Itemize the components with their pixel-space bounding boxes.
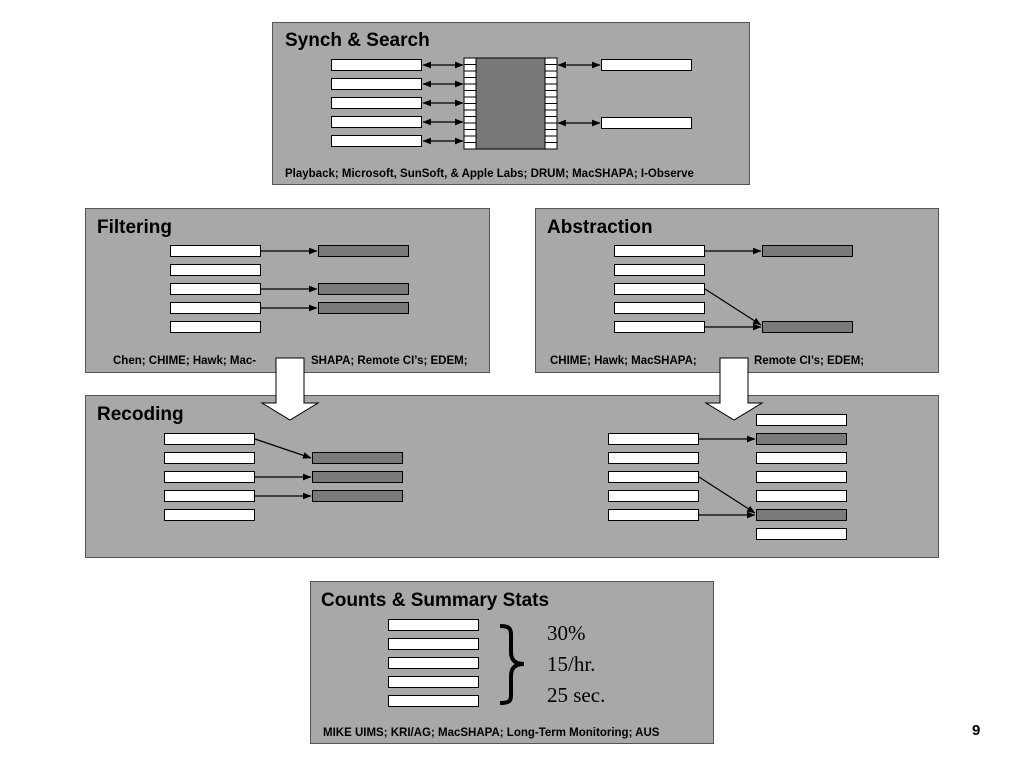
synch-record-left-1 [331,59,422,71]
abstraction-record-4 [614,302,705,314]
filtering-output-1 [318,245,409,257]
recoding-left-output-2 [312,471,403,483]
abstraction-title: Abstraction [547,217,653,238]
recoding-title: Recoding [97,404,184,425]
counts-record-1 [388,619,479,631]
filtering-record-2 [170,264,261,276]
curly-brace-icon [499,624,525,705]
recoding-right-record-3 [608,471,699,483]
film-strip-icon [463,57,558,150]
abstraction-output-1 [762,245,853,257]
filtering-record-5 [170,321,261,333]
abstraction-record-3 [614,283,705,295]
filtering-record-1 [170,245,261,257]
recoding-right-record-4 [608,490,699,502]
synch-search-citation: Playback; Microsoft, SunSoft, & Apple La… [285,168,694,180]
recoding-left-record-4 [164,490,255,502]
counts-panel: Counts & Summary Stats MIKE UIMS; KRI/AG… [310,581,714,744]
down-arrow-left-icon [260,357,320,421]
counts-record-4 [388,676,479,688]
recoding-left-output-1 [312,452,403,464]
recoding-left-output-3 [312,490,403,502]
counts-citation: MIKE UIMS; KRI/AG; MacSHAPA; Long-Term M… [323,727,660,739]
synch-record-left-2 [331,78,422,90]
recoding-right-merged-7 [756,528,847,540]
recoding-right-merged-6 [756,509,847,521]
synch-record-right-2 [601,117,692,129]
abstraction-citation-right: Remote CI’s; EDEM; [754,355,865,367]
synch-record-left-3 [331,97,422,109]
filtering-panel: Filtering Chen; CHIME; Hawk; Mac- SHAPA;… [85,208,490,373]
recoding-left-record-5 [164,509,255,521]
down-arrow-right-icon [704,357,764,421]
recoding-right-merged-4 [756,471,847,483]
stat-duration: 25 sec. [547,683,606,707]
abstraction-citation-left: CHIME; Hawk; MacSHAPA; [550,355,697,367]
recoding-right-record-2 [608,452,699,464]
page-number: 9 [972,722,981,739]
recoding-left-record-2 [164,452,255,464]
filtering-citation-right: SHAPA; Remote CI’s; EDEM; [311,355,468,367]
counts-title: Counts & Summary Stats [321,590,550,611]
recoding-right-record-1 [608,433,699,445]
counts-record-3 [388,657,479,669]
counts-record-5 [388,695,479,707]
abstraction-record-5 [614,321,705,333]
abstraction-output-2 [762,321,853,333]
filtering-title: Filtering [97,217,172,238]
filtering-output-2 [318,283,409,295]
filtering-record-3 [170,283,261,295]
synch-record-left-5 [331,135,422,147]
abstraction-panel: Abstraction CHIME; Hawk; MacSHAPA; Remot… [535,208,939,373]
recoding-right-merged-3 [756,452,847,464]
abstraction-record-1 [614,245,705,257]
recoding-right-merged-5 [756,490,847,502]
recoding-right-record-5 [608,509,699,521]
filtering-record-4 [170,302,261,314]
abstraction-record-2 [614,264,705,276]
filtering-citation-left: Chen; CHIME; Hawk; Mac- [113,355,257,367]
counts-record-2 [388,638,479,650]
synch-record-left-4 [331,116,422,128]
synch-search-title: Synch & Search [285,30,430,51]
stat-rate: 15/hr. [547,652,596,676]
recoding-right-merged-2 [756,433,847,445]
recoding-right-merged-1 [756,414,847,426]
filtering-output-3 [318,302,409,314]
stat-percent: 30% [547,621,586,645]
synch-record-right-1 [601,59,692,71]
recoding-left-record-1 [164,433,255,445]
recoding-left-record-3 [164,471,255,483]
